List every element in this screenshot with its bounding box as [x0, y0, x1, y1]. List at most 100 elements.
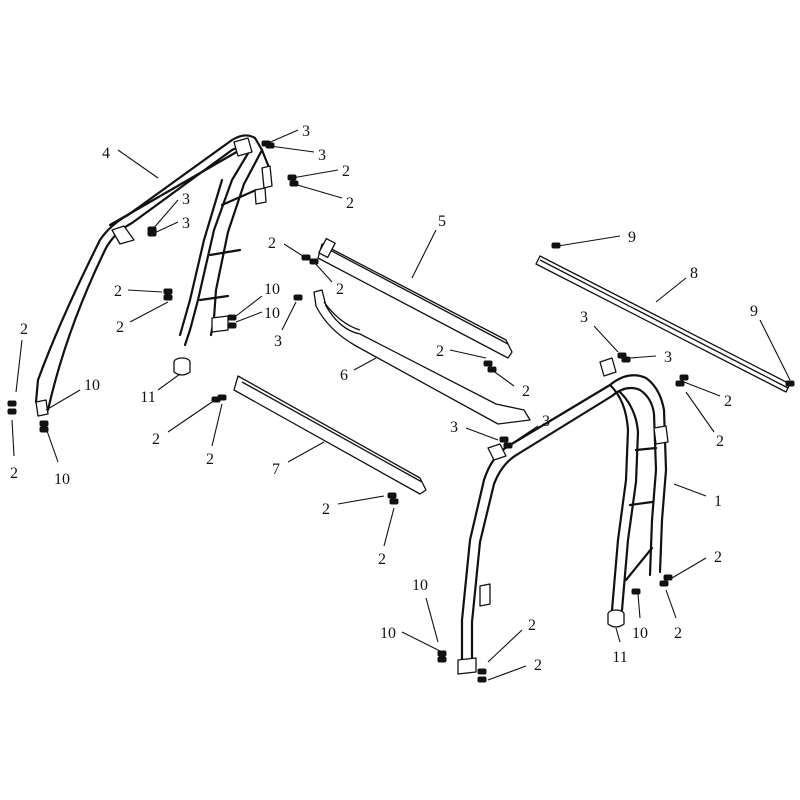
leg-end-caps: [173, 357, 625, 628]
callout-number: 3: [182, 191, 190, 208]
front-roll-cage-hoop: [34, 134, 273, 417]
fastener-glyph: [477, 668, 487, 675]
callout-number: 4: [102, 145, 110, 162]
callout-3: 3: [629, 349, 672, 366]
callout-number: 2: [346, 195, 354, 212]
callout-3: 3: [507, 413, 550, 447]
leader-line: [629, 355, 657, 359]
callout-number: 6: [340, 367, 348, 384]
leader-line: [45, 427, 59, 463]
callout-9: 9: [750, 303, 791, 381]
callout-number: 2: [206, 451, 214, 468]
callout-number: 5: [438, 213, 446, 230]
fastener-glyph: [499, 436, 509, 443]
callout-number: 10: [54, 471, 70, 488]
leader-line: [637, 593, 641, 619]
callout-number: 2: [674, 625, 682, 642]
leader-line: [665, 589, 677, 619]
callout-number: 9: [750, 303, 758, 320]
callout-10: 10: [632, 593, 648, 642]
lower-side-bar: [233, 375, 427, 495]
callout-2: 2: [378, 507, 395, 568]
leader-line: [411, 229, 437, 279]
leader-line: [353, 357, 377, 371]
callout-number: 3: [302, 123, 310, 140]
callout-number: 1: [714, 493, 722, 510]
leader-line: [383, 507, 395, 547]
callout-2: 2: [206, 403, 223, 468]
curved-side-rail: [313, 289, 531, 425]
callout-number: 2: [378, 551, 386, 568]
leader-line: [507, 425, 539, 447]
callout-number: 2: [716, 433, 724, 450]
fastener-glyph: [477, 676, 487, 683]
leader-line: [593, 325, 619, 353]
callout-3: 3: [580, 309, 619, 353]
upper-side-bar: [317, 237, 513, 359]
callout-number: 2: [152, 431, 160, 448]
leader-line: [127, 289, 163, 293]
callout-number: 8: [690, 265, 698, 282]
leader-line: [167, 401, 213, 433]
fastener-glyph: [483, 360, 493, 367]
fastener-glyph: [487, 366, 497, 373]
callout-number: 7: [272, 461, 280, 478]
callout-number: 11: [140, 389, 155, 406]
callout-10: 10: [235, 305, 280, 323]
leader-line: [491, 369, 515, 387]
callout-3: 3: [151, 191, 190, 231]
callout-10: 10: [45, 427, 70, 488]
leader-line: [15, 339, 23, 393]
callout-3: 3: [269, 145, 326, 164]
leader-line: [211, 403, 223, 447]
callout-number: 10: [412, 577, 428, 594]
leader-line: [151, 221, 179, 235]
callout-7: 7: [272, 441, 325, 478]
leader-line: [449, 349, 487, 359]
fastener-glyph: [675, 380, 685, 387]
callout-number: 3: [274, 333, 282, 350]
fastener-glyph: [389, 498, 399, 505]
callout-2: 2: [683, 381, 732, 410]
leader-line: [425, 597, 439, 643]
leader-line: [615, 627, 621, 643]
leader-line: [151, 199, 179, 231]
callout-number: 3: [450, 419, 458, 436]
callout-number: 2: [10, 465, 18, 482]
fastener-glyph: [309, 258, 319, 265]
callout-number: 2: [436, 343, 444, 360]
leader-line: [313, 261, 333, 283]
callout-2: 2: [114, 283, 163, 300]
fastener-glyph: [663, 574, 673, 581]
leader-line: [291, 169, 339, 179]
callout-number: 2: [522, 383, 530, 400]
callout-number: 3: [580, 309, 588, 326]
callout-2: 2: [665, 589, 682, 642]
leader-line: [281, 301, 297, 331]
leader-line: [337, 495, 385, 505]
leader-line: [487, 665, 527, 681]
fastener-glyph: [659, 580, 669, 587]
leader-line: [401, 631, 443, 653]
fastener-glyph: [785, 380, 795, 387]
flat-cross-bar: [535, 255, 791, 393]
callout-10: 10: [412, 577, 439, 643]
leader-line: [655, 277, 687, 303]
callout-2: 2: [487, 617, 536, 663]
leader-line: [117, 149, 159, 179]
callout-2: 2: [436, 343, 487, 360]
fastener-glyph: [621, 356, 631, 363]
callout-2: 2: [313, 261, 344, 298]
fastener-glyph: [227, 322, 237, 329]
callout-6: 6: [340, 357, 377, 384]
callout-number: 2: [528, 617, 536, 634]
callout-11: 11: [612, 627, 628, 666]
fastener-glyph: [631, 588, 641, 595]
callout-number: 2: [20, 321, 28, 338]
callout-number: 10: [264, 281, 280, 298]
leader-line: [287, 441, 325, 463]
leader-line: [673, 483, 707, 497]
callout-number: 10: [84, 377, 100, 394]
callout-2: 2: [491, 369, 530, 400]
